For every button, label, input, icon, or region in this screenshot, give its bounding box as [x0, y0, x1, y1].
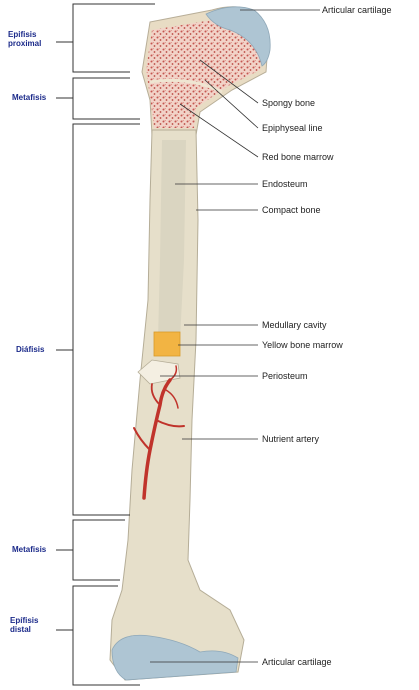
label-proximal-epiphysis: Epifisis proximal — [8, 30, 41, 48]
femur-bone — [110, 7, 270, 680]
label-articular-cartilage-bottom: Articular cartilage — [262, 657, 332, 667]
label-nutrient-artery: Nutrient artery — [262, 434, 319, 444]
bracket-proximal-epiphysis — [73, 4, 155, 72]
label-compact-bone: Compact bone — [262, 205, 321, 215]
label-proximal-metaphysis: Metafisis — [12, 93, 46, 102]
label-proximal-epiphysis-line2: proximal — [8, 39, 41, 48]
label-articular-cartilage-top: Articular cartilage — [322, 5, 392, 15]
bracket-proximal-metaphysis — [73, 78, 140, 119]
label-periosteum: Periosteum — [262, 371, 308, 381]
label-epiphyseal-line: Epiphyseal line — [262, 123, 323, 133]
label-medullary-cavity: Medullary cavity — [262, 320, 327, 330]
bracket-distal-metaphysis — [73, 520, 125, 580]
label-spongy-bone: Spongy bone — [262, 98, 315, 108]
label-distal-epiphysis-line2: distal — [10, 625, 38, 634]
label-yellow-bone-marrow: Yellow bone marrow — [262, 340, 343, 350]
bracket-diaphysis — [73, 124, 140, 515]
label-proximal-epiphysis-line1: Epifisis — [8, 30, 41, 39]
label-diaphysis: Diáfisis — [16, 345, 44, 354]
label-distal-epiphysis-line1: Epífisis — [10, 616, 38, 625]
yellow-bone-marrow-shape — [154, 332, 180, 356]
label-distal-epiphysis: Epífisis distal — [10, 616, 38, 634]
label-distal-metaphysis: Metafisis — [12, 545, 46, 554]
label-endosteum: Endosteum — [262, 179, 308, 189]
label-red-bone-marrow: Red bone marrow — [262, 152, 334, 162]
